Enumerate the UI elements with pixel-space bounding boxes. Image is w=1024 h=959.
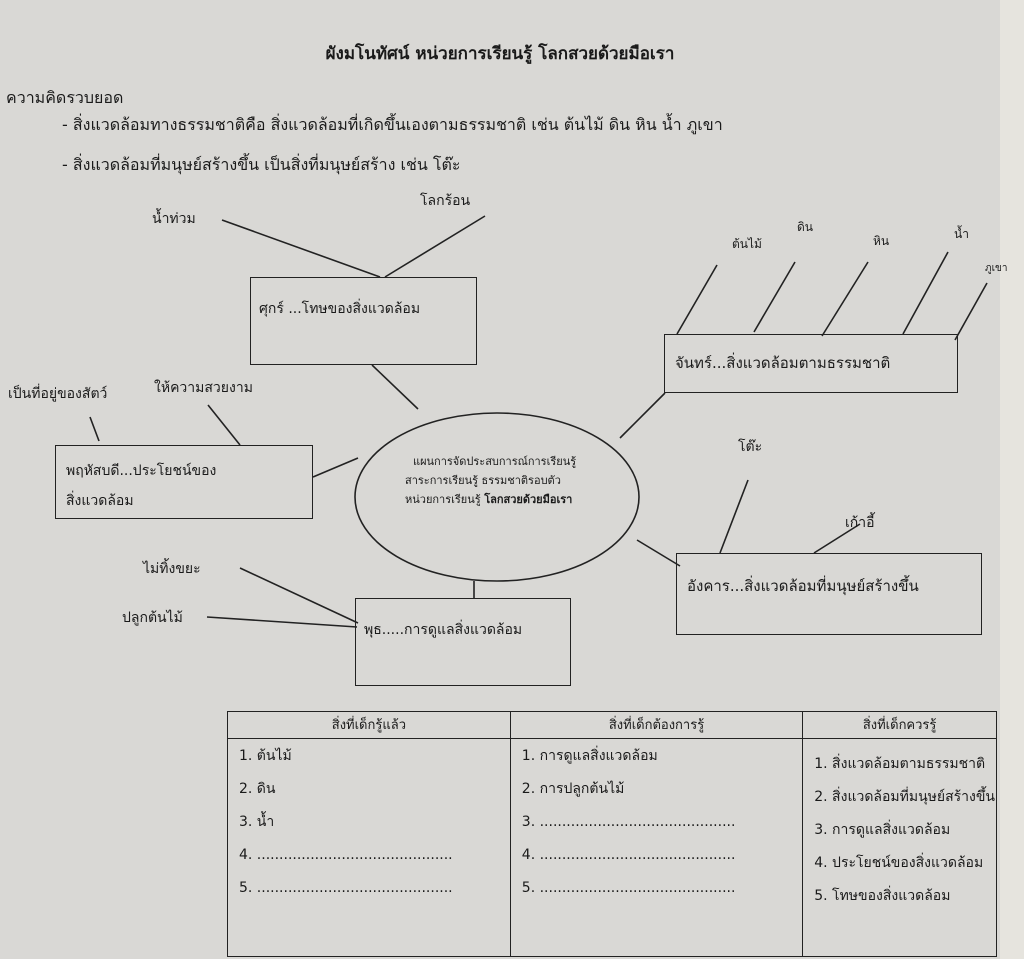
node-friday: ศุกร์ ...โทษของสิ่งแวดล้อม — [250, 277, 477, 365]
list-item: 4. ประโยชน์ของสิ่งแวดล้อม — [814, 855, 984, 871]
list-item: 2. ดิน — [239, 781, 276, 797]
center-line: แผนการจัดประสบการณ์การเรียนรู้ — [413, 455, 577, 468]
summary-point: - สิ่งแวดล้อมที่มนุษย์สร้างขึ้น เป็นสิ่ง… — [62, 155, 461, 174]
center-unit-name: โลกสวยด้วยมือเรา — [484, 493, 573, 506]
branch-tree: ต้นไม้ — [732, 237, 762, 251]
node-tuesday-label: อังคาร...สิ่งแวดล้อมที่มนุษย์สร้างขึ้น — [687, 577, 919, 595]
connector-tuesday-center — [636, 539, 681, 567]
connector-soil — [753, 261, 796, 333]
branch-no-litter: ไม่ทิ้งขยะ — [143, 561, 201, 577]
table-row: 1. ต้นไม้ 2. ดิน 3. น้ำ 4. .............… — [227, 738, 997, 957]
connector-thursday-center — [312, 457, 359, 478]
center-text: แผนการจัดประสบการณ์การเรียนรู้ สาระการเร… — [405, 452, 576, 509]
connector-no-litter — [239, 567, 359, 624]
list-item: 3. น้ำ — [239, 814, 275, 830]
table-header: สิ่งที่เด็กรู้แล้ว — [227, 711, 511, 739]
node-thursday-label: สิ่งแวดล้อม — [66, 493, 134, 509]
table-header-row: สิ่งที่เด็กรู้แล้ว สิ่งที่เด็กต้องการรู้… — [227, 711, 997, 739]
connector-chair — [813, 523, 861, 554]
branch-soil: ดิน — [797, 220, 813, 234]
list-item: 2. สิ่งแวดล้อมที่มนุษย์สร้างขึ้น — [814, 789, 995, 805]
table-cell-should: 1. สิ่งแวดล้อมตามธรรมชาติ 2. สิ่งแวดล้อม… — [802, 738, 997, 957]
center-line: หน่วยการเรียนรู้ โลกสวยด้วยมือเรา — [405, 490, 576, 509]
list-item: 5. .....................................… — [521, 880, 736, 896]
page-edge — [1000, 0, 1024, 959]
list-item: 1. การดูแลสิ่งแวดล้อม — [521, 748, 658, 764]
connector-rock — [821, 261, 869, 337]
summary-heading: ความคิดรวบยอด — [6, 88, 124, 107]
list-item: 1. ต้นไม้ — [239, 748, 292, 764]
knowledge-table: สิ่งที่เด็กรู้แล้ว สิ่งที่เด็กต้องการรู้… — [227, 711, 997, 957]
list-item: 4. .....................................… — [521, 847, 736, 863]
connector-tree — [676, 264, 718, 335]
connector-friday-center — [371, 364, 419, 410]
branch-chair: เก้าอี้ — [845, 515, 875, 531]
node-wednesday: พุธ.....การดูแลสิ่งแวดล้อม — [355, 598, 571, 686]
branch-table: โต๊ะ — [738, 439, 763, 455]
connector-mountain — [954, 282, 988, 341]
connector-flood — [221, 219, 381, 278]
list-item: 3. .....................................… — [521, 814, 736, 830]
list-item: 3. การดูแลสิ่งแวดล้อม — [814, 822, 951, 838]
connector-plant — [206, 616, 358, 628]
branch-habitat: เป็นที่อยู่ของสัตว์ — [8, 386, 108, 402]
center-ellipse — [354, 412, 640, 582]
table-header: สิ่งที่เด็กควรรู้ — [802, 711, 997, 739]
table-cell-known: 1. ต้นไม้ 2. ดิน 3. น้ำ 4. .............… — [227, 738, 511, 957]
branch-flood: น้ำท่วม — [152, 211, 196, 227]
center-line: สาระการเรียนรู้ ธรรมชาติรอบตัว — [405, 474, 561, 487]
node-wednesday-label: พุธ.....การดูแลสิ่งแวดล้อม — [364, 622, 523, 638]
connector-warming — [384, 215, 486, 278]
branch-water: น้ำ — [954, 227, 969, 241]
node-monday-label: จันทร์...สิ่งแวดล้อมตามธรรมชาติ — [675, 354, 891, 372]
connector-beauty — [207, 404, 241, 446]
connector-table — [719, 479, 749, 554]
summary-point: - สิ่งแวดล้อมทางธรรมชาติคือ สิ่งแวดล้อมท… — [62, 115, 723, 134]
table-cell-want: 1. การดูแลสิ่งแวดล้อม 2. การปลูกต้นไม้ 3… — [509, 738, 804, 957]
center-line-prefix: หน่วยการเรียนรู้ — [405, 493, 485, 506]
branch-beauty: ให้ความสวยงาม — [154, 380, 253, 396]
list-item: 5. โทษของสิ่งแวดล้อม — [814, 888, 951, 904]
node-tuesday: อังคาร...สิ่งแวดล้อมที่มนุษย์สร้างขึ้น — [676, 553, 982, 635]
connector-monday-center — [619, 392, 666, 439]
connector-water — [902, 251, 949, 335]
branch-mountain: ภูเขา — [985, 263, 1008, 274]
list-item: 2. การปลูกต้นไม้ — [521, 781, 625, 797]
list-item: 1. สิ่งแวดล้อมตามธรรมชาติ — [814, 756, 986, 772]
branch-warming: โลกร้อน — [420, 193, 471, 209]
list-item: 5. .....................................… — [239, 880, 453, 896]
table-header: สิ่งที่เด็กต้องการรู้ — [509, 711, 804, 739]
node-thursday-label: พฤหัสบดี...ประโยชน์ของ — [66, 463, 217, 479]
node-thursday: พฤหัสบดี...ประโยชน์ของ สิ่งแวดล้อม — [55, 445, 313, 519]
page-title: ผังมโนทัศน์ หน่วยการเรียนรู้ โลกสวยด้วยม… — [325, 44, 675, 64]
branch-rock: หิน — [873, 234, 890, 248]
connector-habitat — [89, 416, 100, 442]
node-friday-label: ศุกร์ ...โทษของสิ่งแวดล้อม — [259, 301, 421, 317]
node-monday: จันทร์...สิ่งแวดล้อมตามธรรมชาติ — [664, 334, 958, 393]
branch-plant: ปลูกต้นไม้ — [122, 610, 183, 626]
list-item: 4. .....................................… — [239, 847, 453, 863]
